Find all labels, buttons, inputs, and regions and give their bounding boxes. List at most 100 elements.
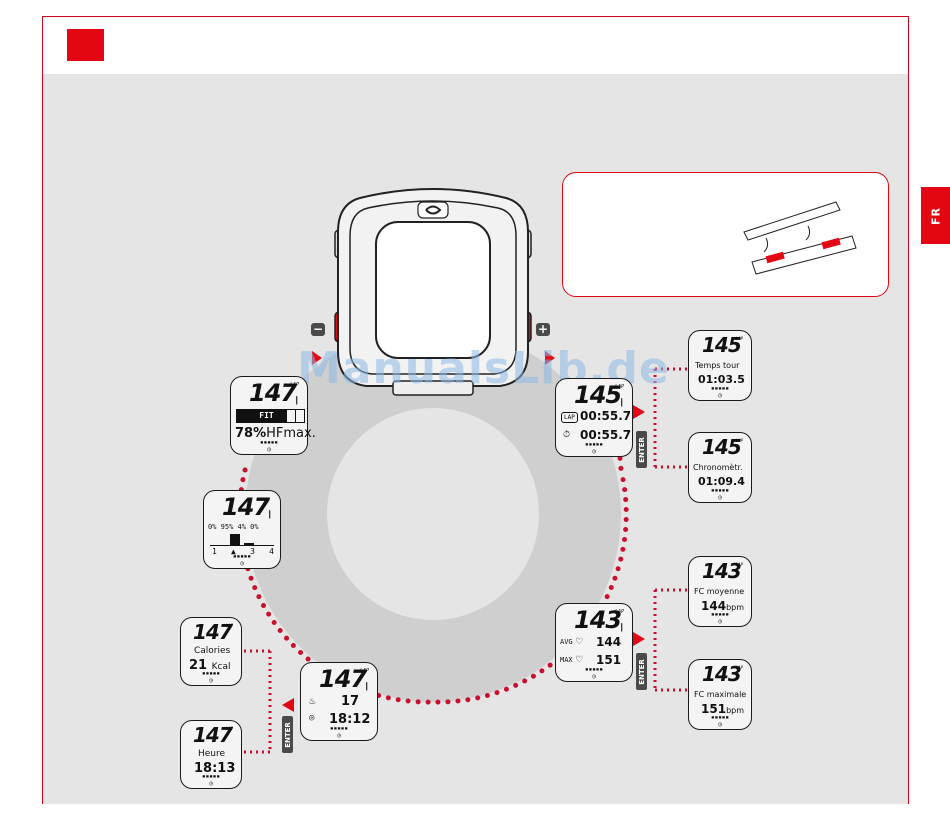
arrow-avg (633, 632, 645, 646)
lap-label: LAP (735, 336, 743, 341)
value-primary: 17 (341, 694, 360, 709)
zone-histogram (210, 533, 274, 546)
lap-label: LAP (735, 562, 743, 567)
page-dots: ▪▪▪▪▪ (329, 725, 349, 732)
hr-value: 147 (249, 379, 297, 407)
lap-label: LAP (735, 438, 743, 443)
plus-button[interactable]: + (536, 322, 550, 336)
clock-icon: ◷ (267, 446, 271, 453)
screen-calories: 147 LAP Calories 21 Kcal ▪▪▪▪▪ ◷ (180, 617, 242, 686)
arrow-left (282, 698, 294, 712)
screen-title: Temps tour (695, 361, 740, 370)
page-dots: ▪▪▪▪▪ (201, 773, 221, 780)
language-tab[interactable]: FR (921, 187, 950, 244)
screen-title: FC maximale (694, 690, 747, 699)
tick-icon: ╷ (292, 389, 301, 405)
max-value: 151 (596, 653, 622, 667)
zone-labels: 1 ▲ 3 4 (212, 547, 274, 556)
enter-label: ENTER (283, 721, 292, 748)
enter-button-left[interactable]: ENTER (282, 716, 293, 753)
lap-label: LAP (614, 609, 624, 615)
screen-chrono: 145 LAP Chronomètr. 01:09.4 ▪▪▪▪▪ ◷ (688, 432, 752, 503)
max-label: MAX (560, 656, 573, 664)
chrono-time: 01:09.4 (698, 475, 745, 488)
lap-label: LAP (289, 382, 299, 388)
zone-label: 3 (250, 547, 255, 556)
screen-fc-maximale: 143 LAP FC maximale 151bpm ▪▪▪▪▪ ◷ (688, 659, 752, 730)
screen-fc-moyenne: 143 LAP FC moyenne 144bpm ▪▪▪▪▪ ◷ (688, 556, 752, 627)
value-row: 21 Kcal (189, 658, 231, 673)
tick-icon: ╷ (617, 616, 626, 632)
hr-value: 145 (574, 381, 622, 409)
stopwatch-icon: ⏱ (563, 430, 571, 440)
clock-icon: ◷ (718, 618, 722, 625)
lap-time: 01:03.5 (698, 373, 745, 386)
minus-button[interactable]: − (311, 322, 325, 336)
enter-label: ENTER (637, 436, 646, 463)
chapter-marker (67, 29, 104, 61)
zone-label: 1 (212, 547, 217, 556)
time-value: 18:13 (194, 761, 236, 776)
page-dots: ▪▪▪▪▪ (710, 487, 730, 494)
screen-heure: 147 LAP Heure 18:13 ▪▪▪▪▪ ◷ (180, 720, 242, 789)
screen-fit: 147 LAP ╷ FIT 78%HFmax. ▪▪▪▪▪ ◷ (230, 376, 316, 455)
clock-icon: ◷ (337, 732, 341, 739)
lap-label: LAP (359, 668, 369, 674)
page-dots: ▪▪▪▪▪ (584, 666, 604, 673)
max-value: 151 (701, 702, 727, 716)
branch-lap (653, 367, 688, 469)
ring-hole (327, 408, 539, 620)
branch-left (244, 649, 272, 754)
heart-icon: ♡ (576, 653, 583, 666)
zone-label: 4 (269, 547, 274, 556)
pct-row: 78%HFmax. (235, 426, 316, 441)
clock-icon: ◷ (718, 721, 722, 728)
timer-icon: ◎ (309, 713, 315, 723)
up-arrow-icon: ▲ (231, 547, 236, 556)
flame-icon: ♨ (309, 694, 316, 707)
lap-label: LAP (614, 384, 624, 390)
watch-illustration (334, 188, 532, 396)
calories-unit: Kcal (211, 662, 231, 672)
screen-title: Heure (198, 749, 226, 759)
clock-icon: ◷ (718, 494, 722, 501)
screen-lap: 145 LAP ╷ LAP 00:55.7 ⏱ 00:55.7 ▪▪▪▪▪ ◷ (555, 378, 633, 457)
bpm-unit: bpm (726, 603, 745, 612)
hr-value: 147 (222, 493, 270, 521)
screen-avg: 143 LAP ╷ AVG ♡ 144 MAX ♡ 151 ▪▪▪▪▪ ◷ (555, 603, 633, 682)
strap-inset (562, 172, 889, 297)
hr-value: 145 (702, 333, 742, 357)
page-dots: ▪▪▪▪▪ (201, 670, 221, 677)
screen-title: Chronomètr. (693, 463, 743, 472)
pct-value: 78% (235, 426, 267, 441)
screen-temps-tour: 145 LAP Temps tour 01:03.5 ▪▪▪▪▪ ◷ (688, 330, 752, 401)
clock-icon: ◷ (592, 448, 596, 455)
bpm-unit: bpm (726, 706, 745, 715)
hr-value: 145 (702, 435, 742, 459)
heart-icon: ♡ (576, 635, 583, 648)
lap-label: LAP (225, 726, 233, 731)
tick-icon: ╷ (362, 675, 371, 691)
lap-label: LAP (735, 665, 743, 670)
pct-unit: HFmax. (266, 426, 316, 441)
clock-icon: ◷ (209, 780, 213, 787)
chrono-time: 00:55.7 (580, 428, 632, 442)
avg-value: 144 (596, 635, 622, 649)
clock-icon: ◷ (240, 560, 244, 567)
hr-value: 143 (702, 662, 742, 686)
clock-icon: ◷ (592, 673, 596, 680)
enter-button-lap[interactable]: ENTER (636, 431, 647, 468)
enter-button-avg[interactable]: ENTER (636, 653, 647, 690)
page-dots: ▪▪▪▪▪ (232, 553, 252, 560)
value-row: 144bpm (701, 599, 744, 613)
lap-icon: LAP (561, 412, 578, 423)
tick-icon: ╷ (265, 503, 274, 519)
header-bar (43, 17, 908, 75)
value-time: 18:12 (329, 712, 371, 727)
page-dots: ▪▪▪▪▪ (710, 611, 730, 618)
branch-avg (653, 588, 688, 692)
page-dots: ▪▪▪▪▪ (710, 385, 730, 392)
avg-label: AVG (560, 638, 573, 646)
hr-value: 143 (574, 606, 622, 634)
page-dots: ▪▪▪▪▪ (710, 714, 730, 721)
